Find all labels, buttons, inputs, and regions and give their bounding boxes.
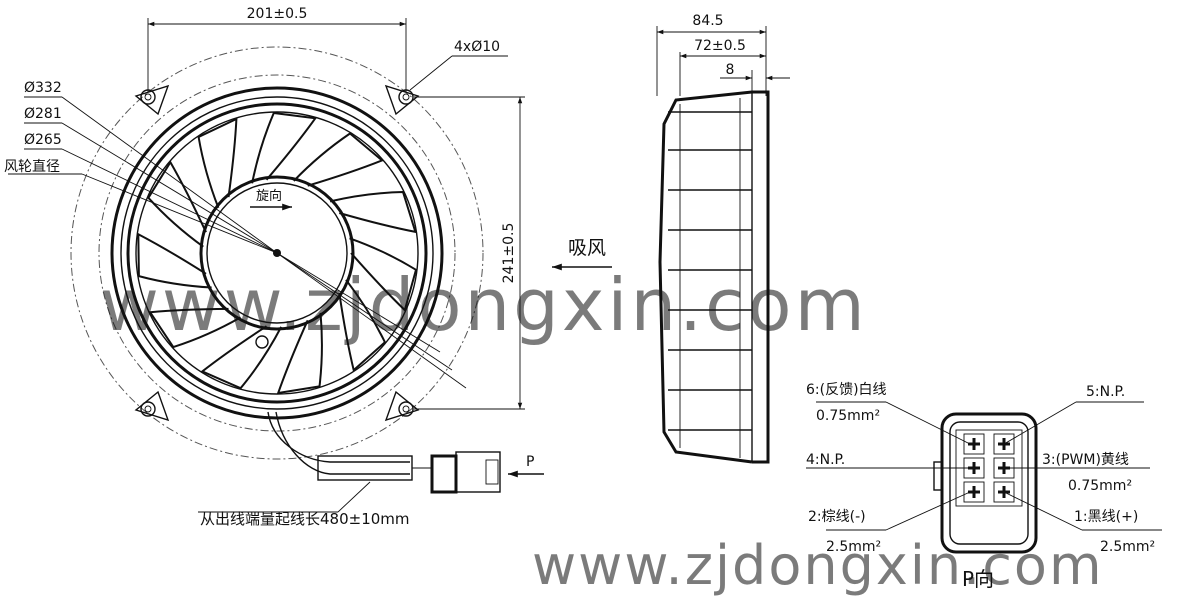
mounting-holes-label: 4xØ10 <box>454 39 500 55</box>
watermark-main: www.zjdongxin.com <box>100 263 868 347</box>
pin2-label: 2:棕线(-) <box>808 509 866 525</box>
pin6-wire-size: 0.75mm² <box>816 408 880 424</box>
impeller-blade <box>293 132 384 187</box>
shroud-inner-ring <box>126 102 428 404</box>
side-body-outline <box>658 90 753 464</box>
pin1-label: 1:黑线(+) <box>1074 509 1138 525</box>
connector-pin <box>963 481 985 503</box>
pin3-label: 3:(PWM)黄线 <box>1042 451 1129 468</box>
circle-281 <box>98 74 456 432</box>
hub-outer <box>199 175 355 331</box>
impeller-blade <box>251 111 318 184</box>
connector-view: 6:(反馈)白线 0.75mm² 5:N.P. 4:N.P. 3:(PWM)黄线… <box>806 382 1162 591</box>
diameter-281-label: Ø281 <box>24 106 62 122</box>
hub-inner <box>206 182 348 324</box>
pin4-label: 4:N.P. <box>806 452 845 468</box>
impeller-blade <box>276 312 323 395</box>
outer-circle-332 <box>70 46 484 460</box>
pin6-label: 6:(反馈)白线 <box>806 382 887 398</box>
side-flange <box>752 90 770 464</box>
impeller-blade <box>137 232 212 289</box>
connector-body <box>455 451 501 493</box>
total-depth-dimension: 84.5 <box>692 13 723 29</box>
body-depth-dimension: 72±0.5 <box>694 38 746 54</box>
diameter-265-label: Ø265 <box>24 132 62 148</box>
airflow-label: 吸风 <box>568 237 606 259</box>
impeller-blade <box>197 117 238 209</box>
impeller-blade <box>338 279 387 372</box>
connector-view-title: P向 <box>962 567 994 591</box>
impeller-blade <box>349 237 418 312</box>
connector-pins <box>963 433 1015 503</box>
mount-ear-bl <box>134 390 170 422</box>
impeller-blades <box>137 111 418 395</box>
watermark-bottom: www.zjdongxin.com <box>532 534 1104 596</box>
pin2-wire-size: 2.5mm² <box>826 539 881 555</box>
front-view: 旋向 Ø332 Ø281 Ø265 风轮直径 201±0.5 4xØ10 241… <box>4 6 544 528</box>
height-dimension: 241±0.5 <box>501 223 517 284</box>
connector-pin <box>963 433 985 455</box>
flange-depth-dimension: 8 <box>726 62 735 78</box>
pin5-label: 5:N.P. <box>1086 384 1125 400</box>
mount-ear-br <box>384 390 420 422</box>
side-ribs <box>668 111 752 431</box>
p-view-label: P <box>526 454 534 470</box>
connector-latch <box>430 454 458 494</box>
impeller-blade <box>329 190 417 234</box>
impeller-blade <box>200 325 283 390</box>
side-view: 84.5 72±0.5 8 吸风 <box>552 13 790 464</box>
diameter-332-label: Ø332 <box>24 80 62 96</box>
pin3-wire-size: 0.75mm² <box>1068 478 1132 494</box>
impeller-diameter-label: 风轮直径 <box>4 158 60 175</box>
pin1-wire-size: 2.5mm² <box>1100 539 1155 555</box>
balance-hole <box>255 335 269 349</box>
impeller-blade <box>147 160 207 248</box>
mount-ear-tr <box>384 84 420 116</box>
cable-sheath <box>317 455 413 481</box>
shroud-ring-2 <box>120 96 434 410</box>
lead-length-note: 从出线端量起线长480±10mm <box>200 510 410 528</box>
width-dimension: 201±0.5 <box>247 6 308 22</box>
impeller-blade <box>148 307 242 349</box>
mount-ear-tl <box>134 84 170 116</box>
rotation-label: 旋向 <box>256 188 282 204</box>
connector-key <box>933 461 943 491</box>
